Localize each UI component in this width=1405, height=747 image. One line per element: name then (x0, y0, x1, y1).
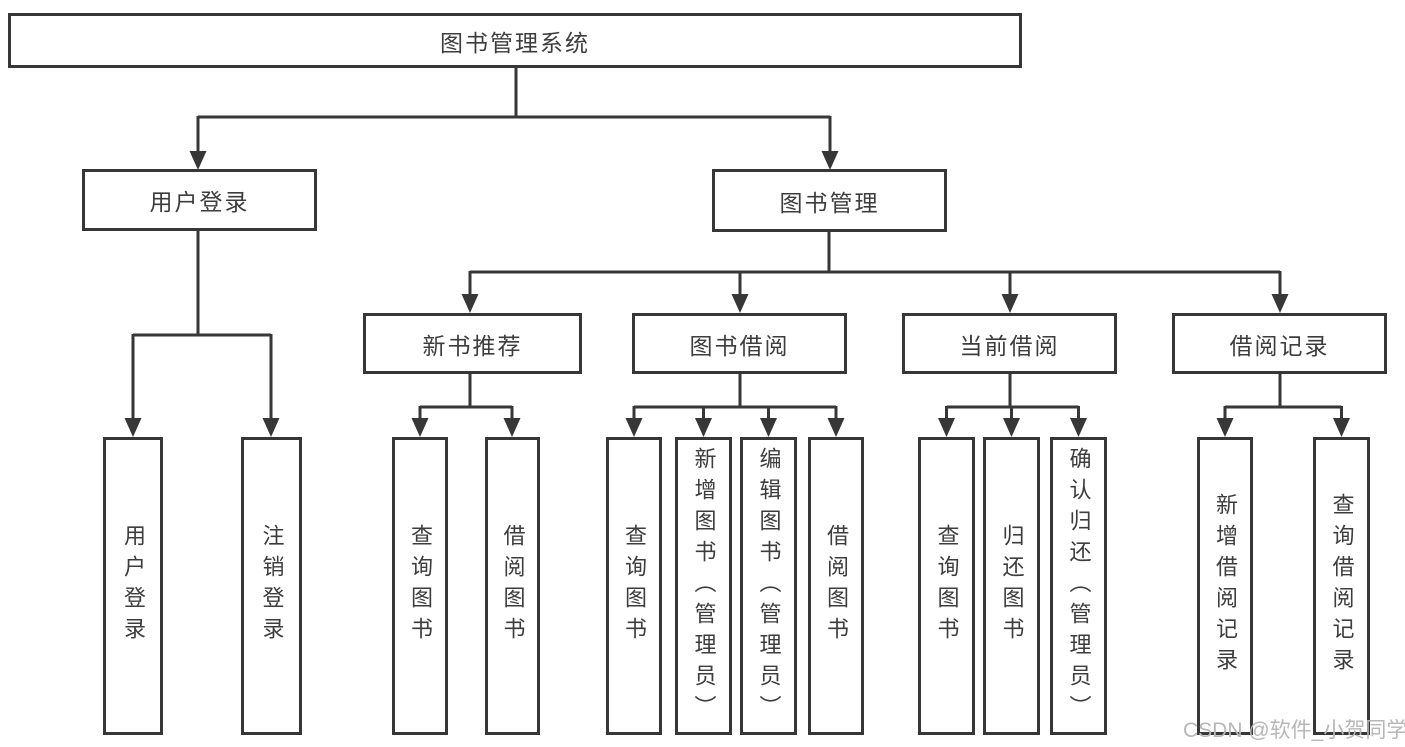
leaf-logout: 注销登录 (241, 437, 302, 735)
leaf-label: 借阅图书 (824, 524, 849, 648)
leaf-label: 编辑图书（管理员） (756, 446, 782, 726)
leaf-query-books-current: 查询图书 (918, 437, 975, 735)
leaf-label: 新增借阅记录 (1213, 493, 1238, 679)
node-book-borrowing: 图书借阅 (632, 313, 847, 374)
leaf-borrow-books-recommendation: 借阅图书 (485, 437, 540, 735)
leaf-label: 用户登录 (121, 524, 146, 648)
leaf-confirm-return-admin: 确认归还（管理员） (1050, 437, 1107, 735)
node-book-management: 图书管理 (712, 169, 947, 232)
leaf-label: 注销登录 (259, 524, 285, 648)
leaf-add-books-admin: 新增图书（管理员） (675, 437, 732, 735)
node-current-borrowing: 当前借阅 (902, 313, 1117, 374)
node-label: 新书推荐 (422, 332, 523, 359)
node-borrowing-records: 借阅记录 (1172, 313, 1387, 374)
leaf-label: 确认归还（管理员） (1066, 446, 1092, 726)
leaf-borrow-books-borrowing: 借阅图书 (808, 437, 864, 735)
leaf-query-borrow-record: 查询借阅记录 (1313, 437, 1370, 735)
leaf-label: 归还图书 (999, 524, 1025, 648)
node-label: 图书借阅 (689, 332, 790, 359)
node-label: 图书管理系统 (440, 29, 590, 56)
arrowheads (124, 151, 1350, 437)
leaf-query-books-recommendation: 查询图书 (392, 437, 448, 735)
leaf-edit-books-admin: 编辑图书（管理员） (740, 437, 797, 735)
node-label: 图书管理 (779, 189, 880, 216)
node-user-login: 用户登录 (82, 169, 317, 231)
connector-segments (131, 68, 1343, 419)
leaf-user-login: 用户登录 (103, 437, 163, 735)
node-new-book-recommendation: 新书推荐 (363, 313, 582, 374)
leaf-query-books-borrowing: 查询图书 (606, 437, 662, 735)
leaf-label: 查询图书 (934, 524, 960, 648)
leaf-label: 借阅图书 (500, 524, 526, 648)
leaf-return-books: 归还图书 (983, 437, 1040, 735)
leaf-label: 查询图书 (622, 524, 647, 648)
csdn-watermark: CSDN @软件_小贺同学 (1183, 719, 1405, 742)
leaf-label: 查询图书 (408, 524, 433, 648)
node-label: 用户登录 (149, 189, 250, 215)
leaf-label: 查询借阅记录 (1329, 493, 1355, 679)
node-label: 借阅记录 (1229, 332, 1330, 359)
leaf-add-borrow-record: 新增借阅记录 (1197, 437, 1253, 735)
node-label: 当前借阅 (959, 332, 1060, 359)
leaf-label: 新增图书（管理员） (691, 446, 717, 726)
node-library-management-system: 图书管理系统 (8, 13, 1022, 68)
